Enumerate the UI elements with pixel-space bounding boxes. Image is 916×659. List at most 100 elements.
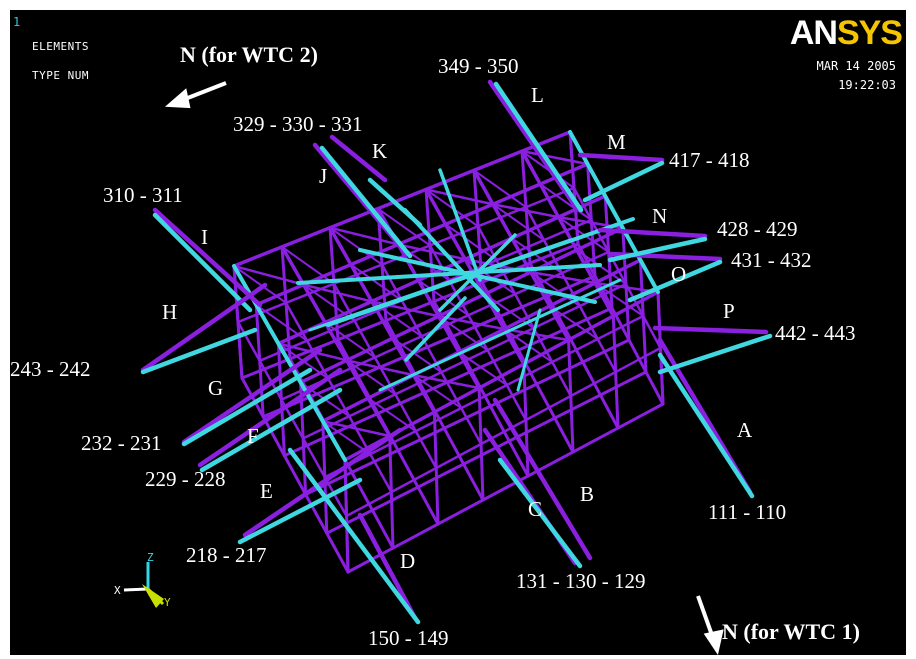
truss-member-27 — [345, 346, 662, 518]
truss-member-132 — [568, 130, 660, 294]
truss-member-100 — [424, 188, 495, 206]
truss-member-108 — [473, 169, 527, 209]
truss-member-0 — [240, 376, 350, 574]
outrigger-member-22 — [657, 352, 755, 499]
truss-member-123 — [296, 263, 602, 285]
logo-part-an: AN — [789, 14, 838, 52]
label-131-130-129: 131 - 130 - 129 — [516, 569, 646, 593]
outrigger-member-20 — [497, 457, 583, 569]
letter-l: L — [531, 83, 544, 107]
outrigger-member-1 — [493, 81, 584, 213]
label-150-149: 150 - 149 — [368, 626, 449, 650]
truss-member-29 — [280, 245, 392, 438]
truss-member-93 — [377, 207, 431, 247]
letter-g: G — [208, 376, 224, 400]
north-label-wtc2: N (for WTC 2) — [180, 42, 318, 67]
truss-member-81 — [324, 321, 376, 359]
outrigger-member-17 — [287, 447, 421, 625]
outrigger-member-27 — [597, 227, 708, 239]
outrigger-member-9 — [140, 327, 258, 375]
label-428-429: 428 - 429 — [717, 217, 798, 241]
truss-member-62 — [276, 342, 286, 458]
outrigger-member-4 — [329, 134, 388, 183]
letter-c: C — [528, 497, 543, 521]
letter-p: P — [723, 299, 735, 323]
truss-member-47 — [432, 410, 440, 526]
letter-b: B — [580, 482, 595, 506]
truss-member-76 — [321, 419, 391, 438]
label-218-217: 218 - 217 — [186, 543, 267, 567]
label-329-330-331: 329 - 330 - 331 — [233, 112, 363, 136]
truss-member-69 — [656, 290, 665, 406]
truss-member-79 — [302, 283, 374, 303]
truss-member-51 — [522, 362, 530, 478]
outrigger-member-16 — [357, 512, 418, 621]
truss-member-133 — [308, 238, 572, 332]
outrigger-member-10 — [181, 347, 323, 445]
letter-h: H — [162, 300, 178, 324]
logo-part-sys: SYS — [836, 14, 903, 52]
letter-a: A — [737, 418, 753, 442]
timestamp: MAR 14 2005 19:22:03 — [817, 57, 896, 95]
truss-member-72 — [255, 303, 309, 342]
truss-member-20 — [524, 205, 617, 374]
outrigger-member-5 — [367, 177, 423, 228]
letter-m: M — [607, 130, 626, 154]
north-arrow-wtc2-head — [164, 88, 191, 109]
truss-member-53 — [567, 338, 575, 454]
letter-i: I — [201, 225, 208, 249]
truss-member-13 — [346, 402, 665, 574]
truss-member-115 — [520, 149, 589, 166]
label-232-231: 232 - 231 — [81, 431, 162, 455]
ansys-logo: ANSYS — [789, 14, 903, 52]
outrigger-member-0 — [487, 79, 578, 209]
ansys-graphics-viewport[interactable]: 1 ELEMENTS TYPE NUM ANSYS MAR 14 2005 19… — [10, 10, 906, 655]
window-number: 1 — [13, 15, 21, 29]
outrigger-member-13 — [199, 387, 343, 473]
truss-member-86 — [329, 226, 383, 266]
outrigger-member-29 — [577, 152, 665, 163]
truss-member-70 — [232, 264, 305, 286]
letter-n: N — [652, 204, 668, 228]
truss-member-99 — [457, 351, 508, 387]
truss-member-36 — [232, 130, 572, 268]
truss-member-21 — [572, 186, 662, 350]
outrigger-member-19 — [492, 397, 593, 561]
truss-member-91 — [412, 373, 481, 390]
truss-member-87 — [349, 263, 403, 302]
truss-member-102 — [444, 223, 498, 262]
truss-member-126 — [438, 168, 482, 282]
truss-member-130 — [516, 308, 542, 392]
truss-member-97 — [437, 314, 506, 331]
truss-model-drawing — [123, 79, 773, 655]
truss-member-96 — [417, 279, 470, 317]
outrigger-member-23 — [652, 325, 769, 335]
outrigger-member-28 — [607, 236, 708, 263]
time-text: 19:22:03 — [838, 78, 896, 92]
truss-member-114 — [548, 305, 599, 341]
truss-member-73 — [277, 342, 348, 362]
outrigger-member-8 — [140, 282, 268, 373]
triad-y-label: Y — [164, 596, 171, 609]
truss-member-120 — [575, 249, 627, 285]
letter-f: F — [247, 424, 259, 448]
outrigger-member-30 — [582, 160, 665, 203]
truss-member-45 — [388, 434, 395, 550]
truss-member-78 — [281, 245, 335, 285]
truss-member-26 — [323, 314, 645, 479]
outrigger-member-7 — [152, 212, 253, 313]
letter-e: E — [260, 479, 273, 503]
truss-member-40 — [321, 258, 643, 423]
truss-member-49 — [477, 386, 485, 502]
triad-y-wedge — [142, 584, 164, 608]
truss-member-110 — [491, 203, 545, 242]
outrigger-member-26 — [627, 259, 723, 303]
truss-member-66 — [321, 419, 329, 535]
truss-member-84 — [367, 397, 417, 433]
truss-member-113 — [529, 271, 581, 308]
north-arrow-wtc1 — [696, 595, 715, 639]
truss-member-68 — [343, 458, 350, 574]
truss-member-80 — [302, 283, 356, 322]
truss-member-92 — [412, 374, 463, 410]
